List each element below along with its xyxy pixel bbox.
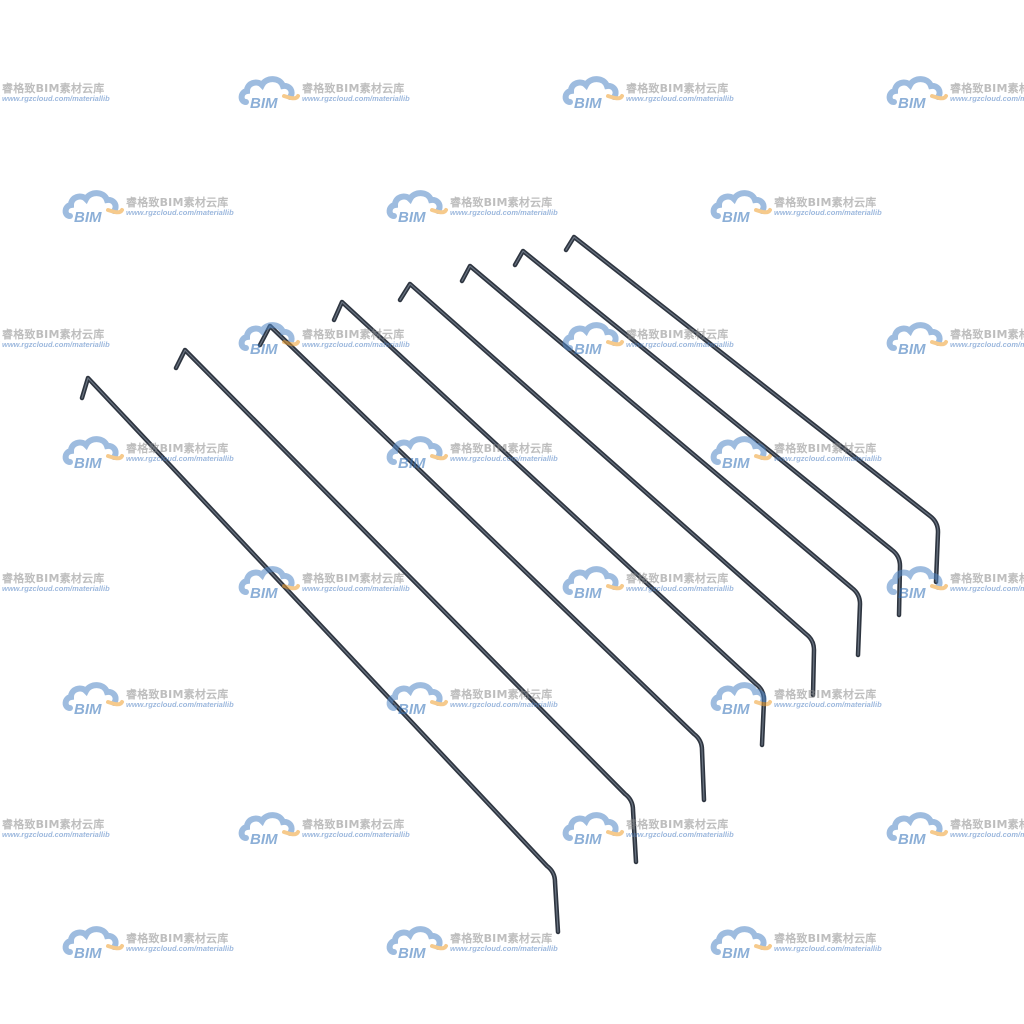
- rebar-highlight-2: [175, 349, 637, 863]
- rebar-highlight-5: [399, 283, 815, 696]
- rebar-highlight-3: [259, 325, 705, 801]
- rebar-highlight-6: [461, 265, 861, 656]
- rebar-highlight-7: [514, 250, 901, 616]
- rebar-highlight-4: [333, 301, 765, 746]
- rebar-7: [512, 248, 903, 618]
- rebar-2: [173, 347, 639, 865]
- rebar-3: [257, 323, 707, 803]
- rebar-8: [563, 234, 941, 585]
- rebar-5: [397, 281, 817, 698]
- rebar-highlight-8: [565, 236, 939, 583]
- rebar-highlight-1: [81, 377, 559, 933]
- rebar-4: [331, 299, 767, 748]
